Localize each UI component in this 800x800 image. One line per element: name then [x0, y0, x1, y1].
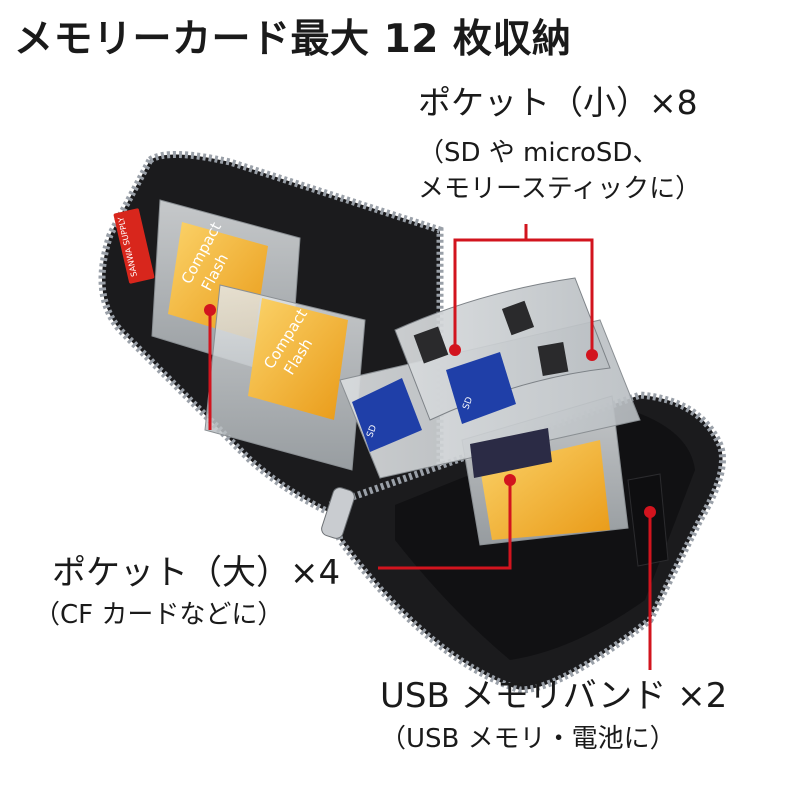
large-pocket-callout-note: （CF カードなどに） — [34, 600, 284, 630]
usb-band-callout-title: USB メモリバンド ×2 — [380, 676, 728, 716]
microsd-card-3 — [537, 341, 569, 377]
small-pocket-callout-note-line1: （SD や microSD、 — [418, 138, 659, 168]
zipper-pull — [321, 487, 355, 539]
sd-card-1: SD — [352, 378, 422, 452]
cf-card-2: Compact Flash — [248, 298, 348, 420]
microsd-card-1 — [413, 326, 449, 364]
small-pocket-callout-title: ポケット（小）×8 — [418, 83, 698, 122]
svg-text:SD: SD — [365, 424, 379, 439]
usb-memory-band — [627, 473, 669, 567]
usb-band-callout-note: （USB メモリ・電池に） — [380, 724, 676, 754]
large-pocket-leader — [208, 312, 512, 570]
svg-text:SD: SD — [461, 396, 475, 411]
headline: メモリーカード最大 12 枚収納 — [14, 17, 572, 62]
callout-lines — [208, 224, 652, 670]
microsd-card-2 — [501, 300, 535, 336]
large-pocket-callout-title: ポケット（大）×4 — [52, 553, 341, 593]
small-pocket-callout-note-line2: メモリースティックに） — [418, 174, 702, 204]
small-pocket-leader — [453, 224, 594, 355]
sd-card-2: SD — [446, 352, 516, 424]
callout-dots — [204, 304, 656, 518]
usb-stick — [470, 428, 552, 478]
brand-tag — [113, 208, 155, 284]
